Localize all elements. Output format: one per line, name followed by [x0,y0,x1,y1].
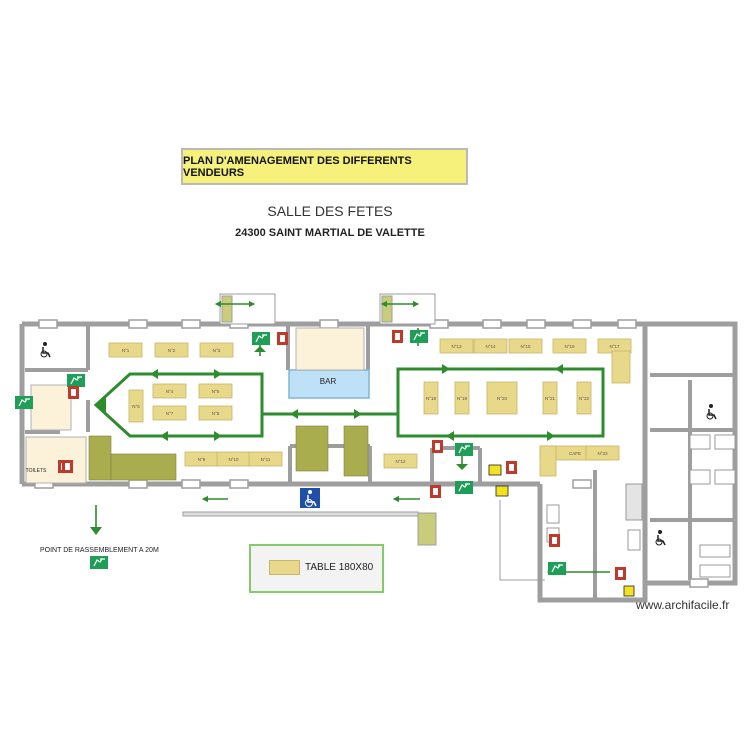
bar-counter [288,369,370,399]
circulation-arrows [93,367,605,438]
wheelchair-icon [40,342,51,358]
fire-sign-glyph [433,488,438,495]
running-man-icon [458,483,470,492]
stand-label: N°3 [213,348,221,353]
stand-table [108,342,143,358]
stand-label: N°14 [485,344,496,349]
stand-label: N°5 [212,389,220,394]
stand-table [539,445,557,477]
fire-sign-glyph [395,333,400,340]
fire-sign-glyph [618,570,623,577]
stand-label: N°18 [426,396,437,401]
stand-table [423,381,439,415]
sanitary-fixtures [546,434,736,578]
fire-sign-glyph [509,464,514,471]
running-man-icon [413,332,425,341]
plan-subtitle: SALLE DES FETES [267,203,393,219]
running-man-icon [18,398,30,407]
exit-sign-icon [548,562,566,575]
wheelchair-icon [706,404,717,420]
stand-table [128,389,144,423]
assembly-point-label: POINT DE RASSEMBLEMENT A 20M [40,547,159,554]
stand-label: N°6 [132,404,140,409]
exit-sign-icon [15,396,33,409]
circulation-arrowheads [90,334,563,535]
stand-label: N°9 [198,457,206,462]
stand-table [585,445,620,461]
stand-label: N°4 [166,389,174,394]
stand-label: N°1 [122,348,130,353]
stand-label: N°11 [261,457,271,462]
stand-table [152,405,187,421]
stand-table [486,381,518,415]
plan-title: PLAN D'AMENAGEMENT DES DIFFERENTS VENDEU… [181,148,468,185]
exit-sign-icon [252,332,270,345]
watermark: www.archifacile.fr [636,598,730,612]
wheelchair-icon [655,530,666,546]
stand-label: N°23 [597,451,608,456]
toilets-label: TOILETS [26,468,47,474]
stand-table [198,405,233,421]
stand-label: N°16 [564,344,575,349]
stand-table [473,338,508,354]
stand-label: CAFE [569,451,581,456]
fire-signs [58,330,626,580]
stand-table [611,350,631,384]
stand-table [454,381,470,415]
storage-room [25,436,87,484]
bar-label: BAR [320,377,337,386]
exit-sign-icon [410,330,428,343]
stand-table [248,451,283,467]
stand-label: N°17 [609,344,620,349]
stand-label: N°8 [212,411,220,416]
stand-table [508,338,543,354]
stand-label: N°21 [545,396,556,401]
stand-label: N°19 [457,396,468,401]
interior-stairs [88,425,369,481]
stand-table [552,338,587,354]
running-man-icon [551,564,563,573]
stand-table [439,338,474,354]
stand-label: N°12 [395,459,406,464]
exit-sign-icon [455,481,473,494]
exit-signs [15,330,566,575]
exit-sign-icon [67,374,85,387]
stand-label: N°10 [228,457,239,462]
wheelchair-icon [300,488,320,508]
exit-sign-icon [90,556,108,569]
stand-table [576,381,592,415]
legend-label: TABLE 180X80 [305,562,374,573]
running-man-icon [255,334,267,343]
running-man-icon [70,376,82,385]
stand-table [152,383,187,399]
running-man-icon [458,445,470,454]
stand-table [198,383,233,399]
fire-sign-glyph [65,463,70,470]
fire-sign-glyph [71,389,76,396]
legend-table-swatch [269,560,300,575]
exit-sign-icon [455,443,473,456]
stands: N°1 N°2 N°3N°4 N°5N°6N°7 N°8N°9 N°10 N°11 N°12 N… [108,338,632,477]
fire-sign-glyph [552,537,557,544]
stand-table [383,453,418,469]
stand-table [154,342,189,358]
stand-label: N°20 [497,396,508,401]
exterior-stairs [182,293,545,581]
stand-label: N°15 [520,344,531,349]
stand-table [542,381,558,415]
stand-table [199,342,234,358]
bar-storage [295,327,365,371]
stand-label: N°22 [579,396,590,401]
stand-label: N°13 [451,344,462,349]
stand-label: N°2 [168,348,176,353]
fire-sign-glyph [280,335,285,342]
fire-sign-glyph [435,443,440,450]
entrance-hall [30,384,72,431]
running-man-icon [93,558,105,567]
stand-label: N°7 [166,411,174,416]
plan-address: 24300 SAINT MARTIAL DE VALETTE [235,227,425,239]
electrical-markers [488,464,635,597]
